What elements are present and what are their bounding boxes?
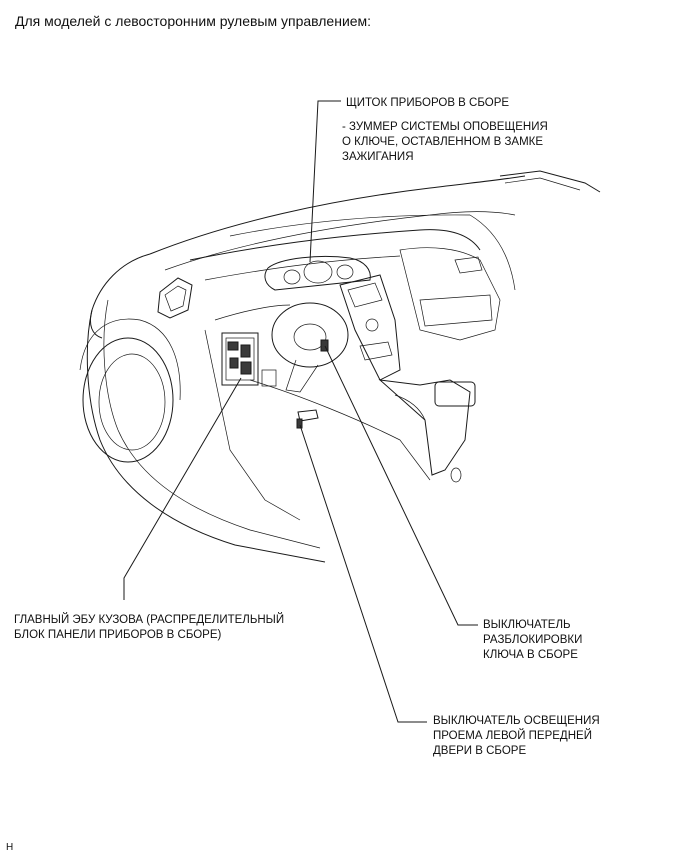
figure-code: H [6, 842, 14, 853]
windshield-bottom [164, 211, 516, 271]
lower-dash-left [214, 304, 291, 321]
right-a-pillar [469, 214, 516, 291]
side-mirror [157, 277, 193, 319]
callout-door-courtesy-switch: ВЫКЛЮЧАТЕЛЬ ОСВЕЩЕНИЯ ПРОЕМА ЛЕВОЙ ПЕРЕД… [433, 714, 600, 759]
callout-instrument-cluster-text: ЩИТОК ПРИБОРОВ В СБОРЕ [346, 97, 510, 109]
callout-main-body-ecu: ГЛАВНЫЙ ЭБУ КУЗОВА (РАСПРЕДЕЛИТЕЛЬНЫЙ БЛ… [14, 613, 284, 643]
steering-column [285, 359, 319, 393]
callout-line: БЛОК ПАНЕЛИ ПРИБОРОВ В СБОРЕ) [14, 629, 222, 641]
wheel-arch [79, 318, 181, 401]
junction-block-connector-1 [227, 341, 239, 351]
junction-block [221, 332, 259, 386]
junction-block-connector-4 [240, 361, 252, 375]
kick-panel [204, 329, 301, 521]
hvac-knob [365, 318, 379, 332]
callout-line: ВЫКЛЮЧАТЕЛЬ [483, 619, 571, 631]
door-courtesy-switch [297, 409, 319, 422]
dash-right-panel [399, 247, 501, 341]
leader-body-ecu [123, 377, 242, 600]
dashboard-upper-trim [229, 214, 471, 237]
center-console-lower [378, 379, 471, 476]
hazard-button [359, 341, 393, 361]
right-vent [454, 256, 483, 274]
glovebox [419, 294, 493, 327]
console-armrest [434, 381, 476, 407]
leader-door-switch [299, 424, 427, 723]
roof-rail [499, 170, 601, 193]
front-wheel-inner [98, 353, 166, 451]
dashboard-top [189, 229, 481, 261]
page-heading: Для моделей с левосторонним рулевым упра… [15, 13, 372, 29]
speedometer [303, 260, 333, 284]
door-frame-outer [86, 309, 326, 563]
callout-line: - ЗУММЕР СИСТЕМЫ ОПОВЕЩЕНИЯ [342, 121, 548, 133]
door-courtesy-switch-body [296, 418, 303, 429]
steering-hub [293, 323, 327, 351]
front-wheel-outer [82, 337, 174, 463]
fuel-gauge [336, 264, 354, 280]
side-mirror-inner [164, 285, 187, 312]
junction-block-connector-3 [229, 357, 239, 369]
a-pillar [89, 253, 151, 339]
callout-key-reminder-buzzer: - ЗУММЕР СИСТЕМЫ ОПОВЕЩЕНИЯ О КЛЮЧЕ, ОСТ… [342, 120, 548, 165]
cup-holder [450, 467, 462, 483]
callout-line: ПРОЕМА ЛЕВОЙ ПЕРЕДНЕЙ [433, 730, 592, 742]
callout-line: ДВЕРИ В СБОРЕ [433, 745, 527, 757]
leader-cluster [309, 100, 341, 263]
shift-area [394, 394, 426, 421]
steering-wheel [271, 302, 349, 368]
callout-key-unlock-switch: ВЫКЛЮЧАТЕЛЬ РАЗБЛОКИРОВКИ КЛЮЧА В СБОРЕ [483, 618, 582, 663]
instrument-cluster-hood [264, 256, 371, 291]
side-connector [261, 369, 277, 387]
callout-line: ВЫКЛЮЧАТЕЛЬ ОСВЕЩЕНИЯ [433, 715, 600, 727]
key-unlock-switch [320, 339, 329, 352]
callout-instrument-cluster: ЩИТОК ПРИБОРОВ В СБОРЕ [346, 96, 509, 111]
callout-line: КЛЮЧА В СБОРЕ [483, 649, 578, 661]
callout-line: О КЛЮЧЕ, ОСТАВЛЕННОМ В ЗАМКЕ [342, 136, 544, 148]
junction-block-connector-2 [240, 344, 251, 358]
door-frame-inner [103, 299, 321, 549]
floor-line [249, 379, 431, 481]
center-stack-vents [347, 282, 383, 308]
callout-line: ЗАЖИГАНИЯ [342, 151, 414, 163]
roof-rail-inner [504, 177, 581, 191]
center-stack [339, 274, 401, 381]
callout-line: ГЛАВНЫЙ ЭБУ КУЗОВА (РАСПРЕДЕЛИТЕЛЬНЫЙ [14, 614, 285, 626]
windshield-top-edge [149, 175, 526, 255]
leader-unlock-switch [324, 345, 478, 626]
dashboard-line-2 [204, 255, 401, 281]
tachometer [283, 269, 301, 285]
callout-line: РАЗБЛОКИРОВКИ [483, 634, 583, 646]
